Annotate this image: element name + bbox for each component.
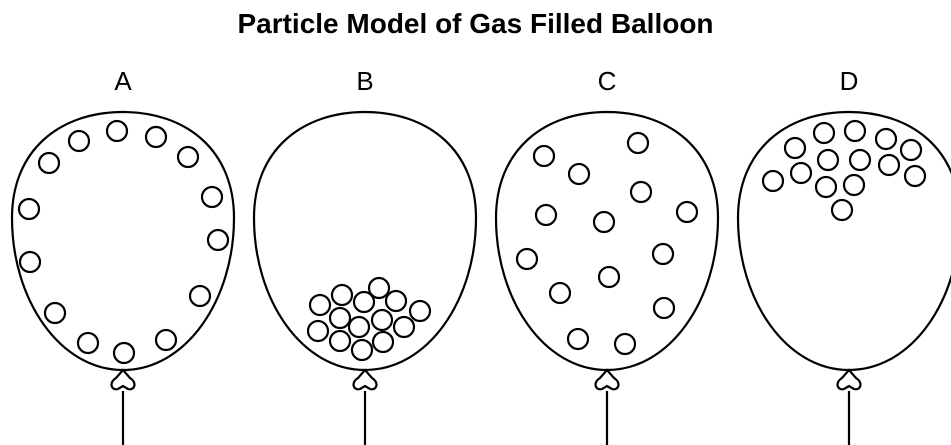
particle (45, 303, 65, 323)
balloon-c-knot (596, 370, 619, 389)
particle (373, 332, 393, 352)
particle (20, 252, 40, 272)
particle (386, 291, 406, 311)
particle (517, 249, 537, 269)
particle (594, 212, 614, 232)
balloon-c: C (496, 66, 718, 445)
particle (308, 321, 328, 341)
particle (653, 244, 673, 264)
particle (534, 146, 554, 166)
balloon-b: B (254, 66, 476, 445)
balloon-a-outline (12, 112, 234, 370)
balloon-label-a: A (114, 66, 132, 96)
particle (39, 153, 59, 173)
particle (410, 301, 430, 321)
particle (178, 147, 198, 167)
particle (332, 285, 352, 305)
particle (107, 121, 127, 141)
particle (879, 155, 899, 175)
balloon-b-knot (354, 370, 377, 389)
particle (330, 308, 350, 328)
particle (78, 333, 98, 353)
balloon-a-knot (112, 370, 135, 389)
particle (352, 340, 372, 360)
particle (615, 334, 635, 354)
balloon-d-outline (738, 112, 951, 370)
particle (844, 175, 864, 195)
particle (628, 133, 648, 153)
particle (19, 199, 39, 219)
particle (394, 317, 414, 337)
particle (349, 317, 369, 337)
particle (310, 295, 330, 315)
balloon-a: A (12, 66, 234, 445)
balloon-d-particles (763, 121, 925, 220)
particle (69, 131, 89, 151)
particle (876, 129, 896, 149)
particle (816, 177, 836, 197)
particle (190, 286, 210, 306)
particle (791, 163, 811, 183)
particle (208, 230, 228, 250)
particle (599, 267, 619, 287)
particle (654, 298, 674, 318)
balloon-c-particles (517, 133, 697, 354)
particle (850, 150, 870, 170)
particle (568, 329, 588, 349)
particle (845, 121, 865, 141)
particle (146, 127, 166, 147)
particle (202, 187, 222, 207)
balloon-d-knot (838, 370, 861, 389)
balloon-label-c: C (598, 66, 617, 96)
particle (114, 343, 134, 363)
particle (550, 283, 570, 303)
particle (763, 171, 783, 191)
particle (569, 164, 589, 184)
balloon-c-outline (496, 112, 718, 370)
balloon-d: D (738, 66, 951, 445)
particle (372, 310, 392, 330)
balloon-a-particles (19, 121, 228, 363)
balloon-b-particles (308, 278, 430, 360)
particle (677, 202, 697, 222)
balloon-label-d: D (840, 66, 859, 96)
particle (631, 182, 651, 202)
particle (832, 200, 852, 220)
balloon-label-b: B (356, 66, 373, 96)
particle (330, 331, 350, 351)
particle (814, 123, 834, 143)
particle (818, 150, 838, 170)
particle (156, 330, 176, 350)
balloon-b-outline (254, 112, 476, 370)
particle (536, 205, 556, 225)
particle (905, 166, 925, 186)
particle (354, 292, 374, 312)
particle (901, 140, 921, 160)
particle (785, 138, 805, 158)
